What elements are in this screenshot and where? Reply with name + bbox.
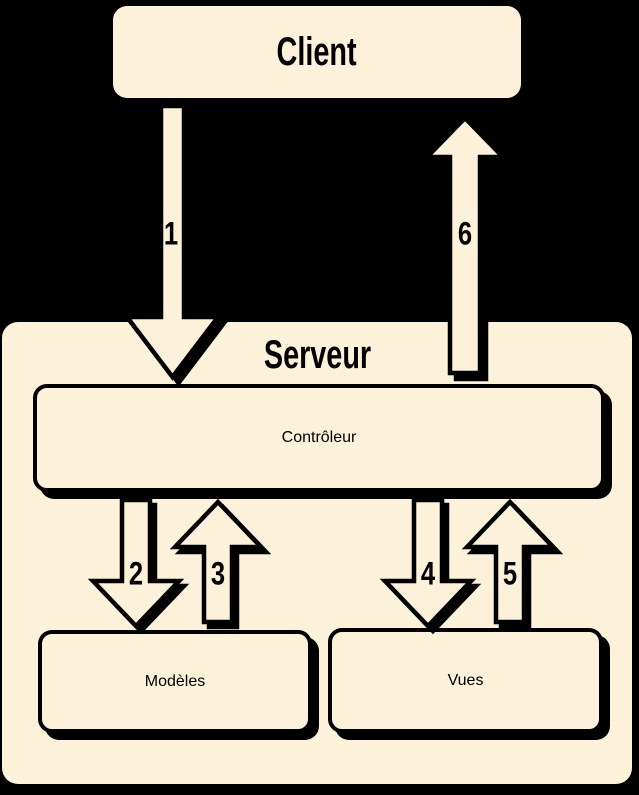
arrow-1-number: 1: [163, 215, 179, 252]
controller-box: Contrôleur: [33, 384, 605, 492]
arrow-5-views-to-controller-icon: [461, 498, 564, 630]
client-label: Client: [276, 29, 358, 74]
client-box: Client: [113, 6, 521, 98]
views-label: Vues: [447, 671, 484, 689]
arrow-6-number: 6: [457, 215, 473, 252]
arrow-5-number: 5: [502, 555, 518, 592]
models-label: Modèles: [144, 672, 206, 690]
arrow-1-client-to-controller-icon: [122, 103, 229, 387]
arrow-4-controller-to-views-icon: [379, 497, 482, 635]
arrow-2-number: 2: [128, 555, 144, 592]
arrow-2-controller-to-models-icon: [87, 497, 190, 635]
arrow-3-models-to-controller-icon: [169, 498, 272, 630]
server-label: Serveur: [263, 333, 371, 377]
arrow-4-number: 4: [420, 555, 436, 592]
views-box: Vues: [328, 628, 603, 733]
models-box: Modèles: [38, 630, 312, 733]
server-label-row: Serveur: [2, 333, 632, 378]
arrow-3-number: 3: [210, 555, 226, 592]
arrow-6-controller-to-client-icon: [421, 114, 515, 382]
controller-label: Contrôleur: [281, 429, 357, 446]
